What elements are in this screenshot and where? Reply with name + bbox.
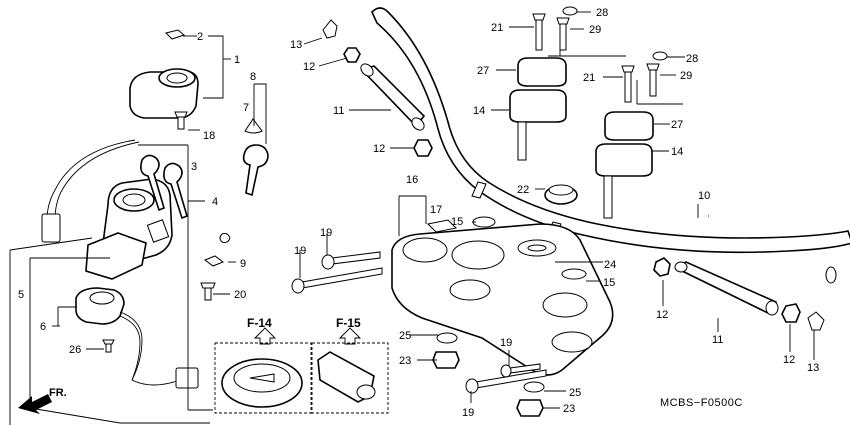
part-17-plate: [426, 219, 458, 233]
label-21-a: 21: [491, 22, 503, 34]
part-9-clip: [219, 233, 231, 243]
label-12-upper-b: 12: [373, 143, 385, 155]
part-12-weight-lower: [413, 139, 433, 157]
label-8: 8: [250, 71, 256, 83]
label-7: 7: [243, 102, 249, 114]
front-direction-marker: FR.: [18, 387, 67, 414]
label-15-a: 15: [451, 216, 463, 228]
label-12-upper-a: 12: [303, 61, 315, 73]
callout-f14: F-14: [247, 316, 272, 330]
box-f15: [311, 342, 389, 414]
label-12-lower-b: 12: [783, 354, 795, 366]
label-13-lower: 13: [807, 362, 819, 374]
label-28-a: 28: [596, 7, 608, 19]
part-3-key-b: [163, 162, 188, 220]
part-11-grip-lower: [674, 261, 778, 316]
arrow-f15: [338, 327, 362, 345]
part-14-lower-holder-b: [595, 143, 653, 177]
part-23-nut-b: [516, 399, 544, 417]
leader-lines: [52, 11, 815, 409]
front-label: FR.: [49, 387, 67, 399]
label-17: 17: [430, 204, 442, 216]
label-15-b: 15: [603, 277, 615, 289]
label-14-a: 14: [473, 105, 485, 117]
part-29-bolt-b: [649, 67, 657, 97]
part-29-bolt-a: [559, 21, 567, 51]
part-28-cap-a: [562, 6, 578, 16]
label-9: 9: [240, 258, 246, 270]
label-21-b: 21: [583, 72, 595, 84]
label-22: 22: [517, 184, 529, 196]
label-28-b: 28: [686, 53, 698, 65]
label-14-b: 14: [671, 146, 683, 158]
label-27-a: 27: [477, 65, 489, 77]
part-28-cap-b: [652, 51, 668, 61]
label-12-lower-a: 12: [656, 309, 668, 321]
part-27-upper-holder-b: [604, 111, 654, 141]
label-19-a: 19: [320, 227, 332, 239]
label-26: 26: [69, 344, 81, 356]
part-27-upper-holder-a: [517, 57, 567, 87]
part-13-clamp-upper: [322, 19, 338, 39]
label-19-b: 19: [294, 245, 306, 257]
part-3-key-a: [140, 154, 165, 212]
part-19-bolt-a: [331, 251, 381, 265]
label-16: 16: [406, 174, 418, 186]
label-25-b: 25: [569, 387, 581, 399]
diagram-code: MCBS−F0500C: [660, 397, 743, 409]
label-23-b: 23: [563, 403, 575, 415]
part-7-key-blank: [244, 118, 263, 134]
part-25-washer-b: [523, 381, 545, 393]
label-6: 6: [40, 321, 46, 333]
part-15-washer-a: [472, 216, 496, 228]
arrow-f14: [253, 327, 277, 345]
label-10: 10: [698, 190, 710, 202]
label-13-upper: 13: [290, 39, 302, 51]
part-19-bolt-b: [301, 267, 383, 289]
label-19-d: 19: [462, 407, 474, 419]
label-5: 5: [18, 289, 24, 301]
label-18: 18: [203, 130, 215, 142]
part-21-bolt-a: [535, 17, 543, 51]
part-12-weight-d: [781, 303, 801, 323]
lower-grip-group: [653, 257, 825, 331]
part-21-bolt-b: [624, 69, 632, 103]
part-labels: 2 1 8 7 18 3 4 9 20 5 6 26 13 12 11 12 2…: [18, 7, 819, 419]
label-11-upper: 11: [333, 105, 344, 117]
part-8-key: [242, 144, 269, 197]
callout-f15: F-15: [336, 316, 361, 330]
part-15-washer-b: [561, 268, 587, 280]
fuel-cap-boxes: [214, 327, 389, 414]
label-4: 4: [212, 196, 218, 208]
ignition-switch-group: [9, 29, 269, 425]
part-14-lower-holder-a: [509, 89, 567, 123]
label-20: 20: [234, 289, 246, 301]
part-10-handlebar: [371, 7, 850, 254]
part-2-plate: [165, 29, 186, 40]
label-27-b: 27: [671, 119, 683, 131]
box-f14: [214, 342, 312, 414]
label-11-lower: 11: [712, 334, 723, 346]
label-19-c: 19: [500, 337, 512, 349]
handlebar-holders: [509, 6, 683, 219]
part-25-washer-a: [436, 332, 458, 344]
connector-2: [175, 367, 199, 389]
label-23-a: 23: [399, 355, 411, 367]
part-13-clamp-lower: [807, 311, 825, 331]
label-24: 24: [604, 259, 616, 271]
label-25-a: 25: [399, 330, 411, 342]
connector-1: [41, 213, 61, 243]
upper-grip-group: [322, 19, 433, 157]
part-12-weight-c: [653, 257, 671, 277]
label-29-b: 29: [680, 70, 692, 82]
front-arrow-icon: [18, 394, 52, 414]
label-1: 1: [234, 54, 240, 66]
label-2: 2: [197, 31, 203, 43]
label-29-a: 29: [589, 24, 601, 36]
label-3: 3: [191, 161, 197, 173]
part-12-weight-upper: [343, 47, 361, 63]
